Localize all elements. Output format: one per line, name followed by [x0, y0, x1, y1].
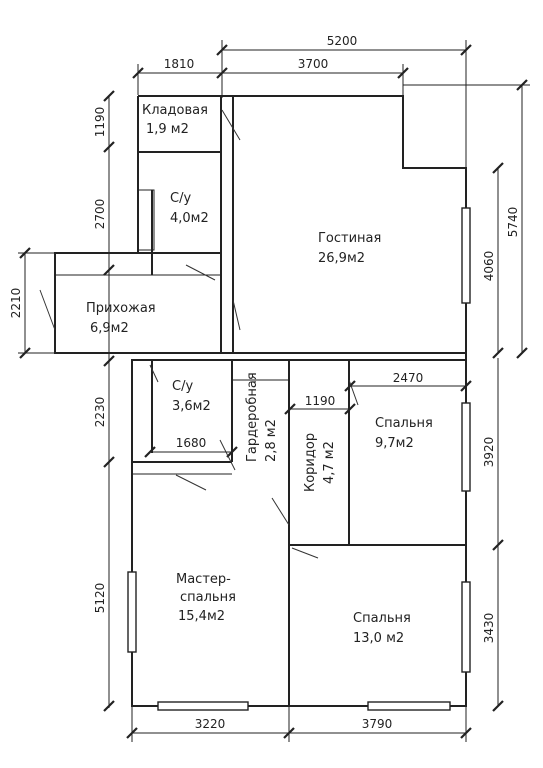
door-bed1: [348, 379, 359, 406]
room-storage-name: Кладовая: [142, 103, 208, 118]
dim-top-total: 5200: [327, 34, 358, 48]
room-bed2-name: Спальня: [353, 611, 411, 626]
room-master-area: 15,4м2: [178, 609, 225, 624]
dim-right-living: 4060: [482, 251, 496, 282]
room-bed1-area: 9,7м2: [375, 436, 414, 451]
dim-bath2-width: 1680: [176, 436, 207, 450]
room-bath2-name: С/у: [172, 379, 193, 394]
room-wardrobe-name: Гардеробная: [245, 372, 260, 462]
window-master-side: [127, 571, 137, 653]
dim-left-master: 5120: [93, 583, 107, 614]
room-bed2-area: 13,0 м2: [353, 631, 404, 646]
door-hall-entry: [39, 289, 56, 331]
window-bed2-bottom: [367, 701, 451, 711]
room-hall-area: 6,9м2: [90, 321, 129, 336]
dim-left-hall: 2210: [9, 288, 23, 319]
door-hall-living: [232, 299, 241, 331]
dim-bed1-width: 2470: [393, 371, 424, 385]
dim-bottom-left: 3220: [195, 717, 226, 731]
door-wardrobe: [219, 439, 236, 471]
room-wardrobe-area: 2,8 м2: [264, 419, 279, 462]
door-bed2: [291, 547, 319, 559]
room-labels: Кладовая 1,9 м2 С/у 4,0м2 Гостиная 26,9м…: [86, 103, 433, 646]
room-corridor-area: 4,7 м2: [322, 441, 337, 484]
room-bath2-area: 3,6м2: [172, 399, 211, 414]
room-living-name: Гостиная: [318, 231, 381, 246]
dim-right-bed1: 3920: [482, 437, 496, 468]
room-bath1-area: 4,0м2: [170, 211, 209, 226]
window-bed2: [461, 581, 471, 673]
room-hall-name: Прихожая: [86, 301, 156, 316]
dim-bottom-right: 3790: [362, 717, 393, 731]
room-storage-area: 1,9 м2: [146, 122, 189, 137]
dim-top-right: 3700: [298, 57, 329, 71]
room-master-name: Мастер-: [176, 572, 231, 587]
door-storage: [221, 109, 241, 141]
door-bath2: [149, 364, 159, 383]
windows: [127, 207, 471, 711]
dim-right-total: 5740: [506, 207, 520, 238]
room-corridor-name: Коридор: [303, 433, 318, 492]
dim-left-storage: 1190: [93, 107, 107, 138]
door-bath1: [185, 264, 216, 281]
dim-left-bath2: 2230: [93, 397, 107, 428]
doors: [39, 109, 359, 559]
window-master-bottom: [157, 701, 249, 711]
window-living: [461, 207, 471, 304]
dim-top-left: 1810: [164, 57, 195, 71]
dimension-lines: 5200 1810 3700 1190 2700 2230 5120 2210: [9, 34, 530, 742]
room-master-name2: спальня: [180, 590, 236, 605]
door-master: [175, 474, 207, 491]
window-bed1: [461, 402, 471, 492]
room-bath1-name: С/у: [170, 191, 191, 206]
dim-corridor-width: 1190: [305, 394, 336, 408]
room-bed1-name: Спальня: [375, 416, 433, 431]
door-corridor: [271, 497, 290, 526]
dim-right-bed2: 3430: [482, 613, 496, 644]
dim-left-bath: 2700: [93, 199, 107, 230]
room-living-area: 26,9м2: [318, 251, 365, 266]
